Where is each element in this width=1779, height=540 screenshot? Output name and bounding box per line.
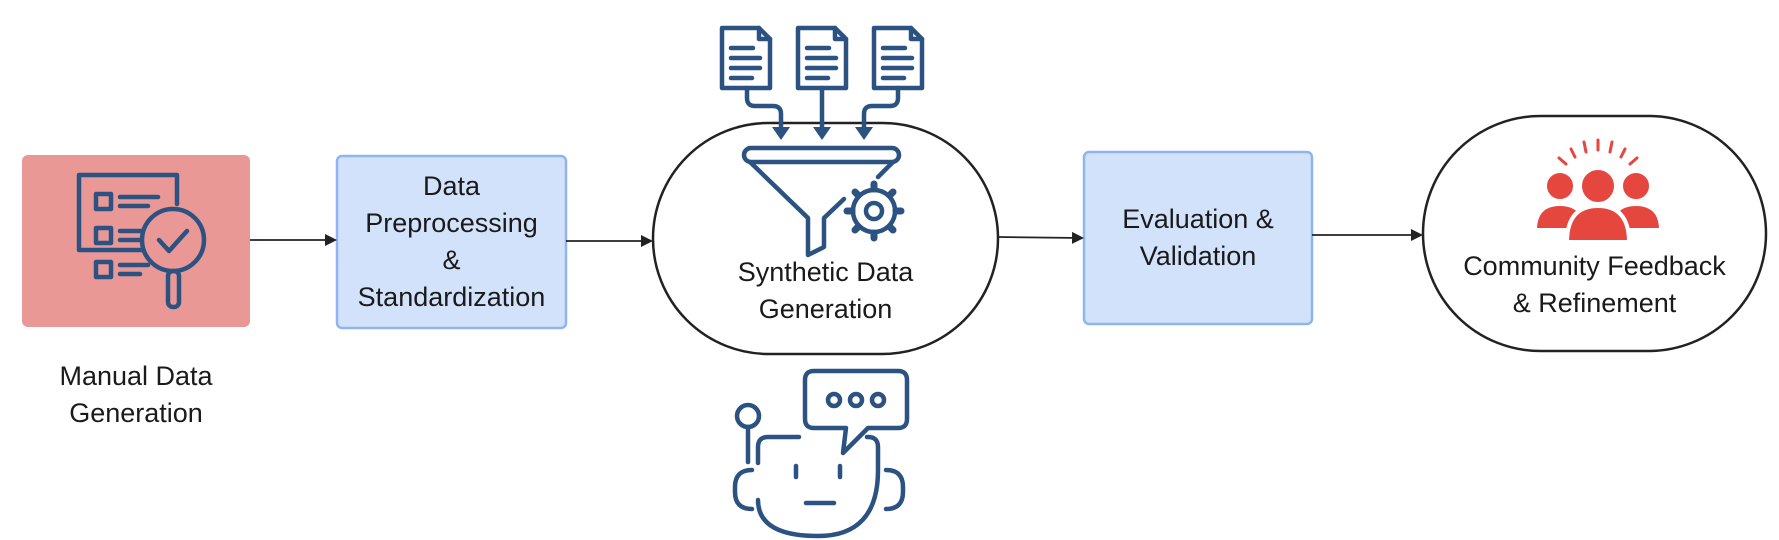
evaluation-label-line1: Evaluation & — [1122, 204, 1274, 234]
preprocessing-box — [335, 154, 568, 330]
community-label-line1: Community Feedback — [1463, 251, 1726, 281]
synthetic-label-line2: Generation — [758, 294, 893, 324]
evaluation-box — [1082, 150, 1314, 326]
community-label-line2: & Refinement — [1512, 288, 1677, 318]
community-feedback-label: Community Feedback & Refinement — [1423, 248, 1766, 322]
preprocessing-label: Data Preprocessing & Standardization — [337, 168, 566, 316]
arrow-synthetic-to-evaluation — [997, 231, 1084, 244]
preprocessing-label-line1: Data — [422, 171, 481, 201]
community-group-icon — [1532, 138, 1664, 244]
evaluation-label: Evaluation & Validation — [1084, 201, 1312, 275]
evaluation-label-line2: Validation — [1139, 241, 1257, 271]
checklist-magnifier-icon — [76, 172, 207, 310]
manual-label-line1: Manual Data — [59, 361, 213, 391]
document-icon — [719, 25, 773, 91]
manual-generation-label: Manual Data Generation — [20, 358, 252, 432]
manual-label-line2: Generation — [69, 398, 203, 428]
preprocessing-label-line3: & — [442, 245, 461, 275]
chatbot-icon — [732, 368, 910, 539]
document-icon — [795, 25, 849, 91]
synthetic-generation-label: Synthetic Data Generation — [653, 254, 998, 328]
synthetic-label-line1: Synthetic Data — [737, 257, 914, 287]
preprocessing-label-line2: Preprocessing — [365, 208, 538, 238]
document-icon — [871, 25, 925, 91]
funnel-gear-icon — [741, 145, 905, 258]
document-feed-arrowheads — [772, 127, 873, 140]
document-feed-arrows — [744, 85, 901, 131]
preprocessing-label-line4: Standardization — [357, 282, 546, 312]
